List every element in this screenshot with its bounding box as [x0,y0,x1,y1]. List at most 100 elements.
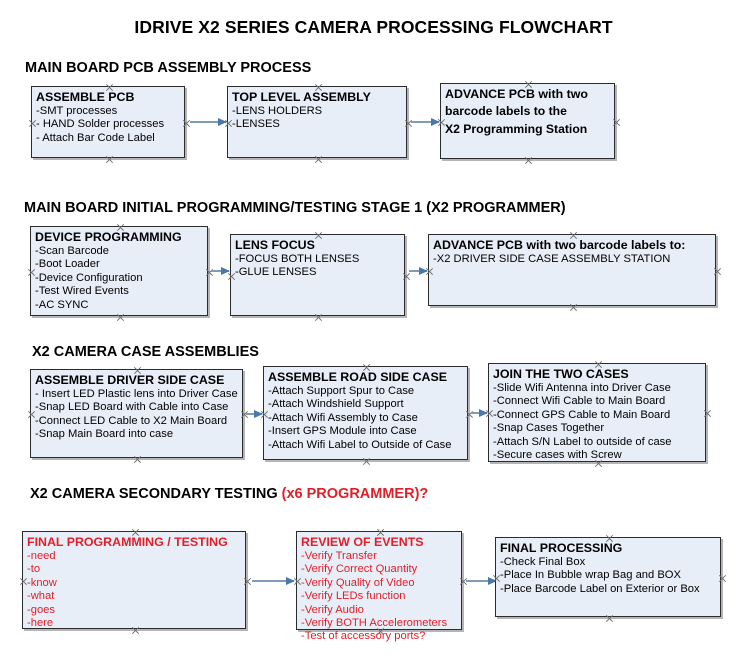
box-item: -SMT processes [36,105,118,117]
box-header: ADVANCE PCB with two [445,87,588,101]
connector-handle-bottom [105,155,114,164]
process-box-advance-pcb-programming-station[interactable]: ADVANCE PCB with two barcode labels to t… [440,83,615,159]
box-item: -Verify Quality of Video [301,576,415,589]
section-heading-1-text: MAIN BOARD PCB ASSEMBLY PROCESS [25,60,312,76]
box-header: LENS FOCUS [235,238,315,252]
box-item: -Attach Wifi Label to Outside of Case [268,438,452,451]
box-item: -Verify BOTH Accelerometers [301,617,448,630]
box-item: -Verify Audio [301,603,364,616]
box-item: -AC SYNC [35,298,89,311]
connector-handle-bottom [524,156,533,165]
box-header: TOP LEVEL ASSEMBLY [232,90,371,104]
box-item: -Attach Wifi Assembly to Case [268,411,418,424]
box-header: FINAL PROGRAMMING / TESTING [27,535,228,549]
box-item: -Insert GPS Module into Case [268,425,417,438]
box-header: ASSEMBLE PCB [36,90,135,104]
box-item: -Connect Wifi Cable to Main Board [493,395,666,408]
box-item: -LENSES [232,118,280,131]
box-header: ASSEMBLE ROAD SIDE CASE [268,370,447,384]
box-header: DEVICE PROGRAMMING [35,230,182,244]
box-header: FINAL PROCESSING [500,541,623,555]
connector-handle-bottom [116,313,125,322]
arrow-connector [246,409,263,418]
connector-handle-bottom [314,155,323,164]
box-item: -Test Wired Events [35,285,129,298]
box-item: -Verify LEDs function [301,590,406,603]
process-box-final-processing[interactable]: FINAL PROCESSING -Check Final Box -Place… [495,537,721,617]
box-item: -Verify Transfer [301,550,377,562]
process-box-review-of-events[interactable]: REVIEW OF EVENTS -Verify Transfer -Verif… [296,531,462,642]
box-item: -Snap LED Board with Cable into Case [35,401,229,414]
connector-handle-bottom [314,313,323,322]
box-header: ADVANCE PCB with two barcode labels to: [433,238,686,252]
box-item: - HAND Solder processes [36,118,165,131]
box-item: -Snap Cases Together [493,422,605,435]
section-heading-4-text: X2 CAMERA SECONDARY TESTING [30,486,282,502]
arrow-connector [190,117,227,126]
process-box-join-the-two-cases[interactable]: JOIN THE TWO CASES -Slide Wifi Antenna i… [488,363,706,462]
arrow-connector [252,576,295,585]
process-box-lens-focus[interactable]: LENS FOCUS -FOCUS BOTH LENSES -GLUE LENS… [230,234,405,316]
box-item: -GLUE LENSES [235,266,317,279]
connector-handle-bottom [605,614,614,623]
process-box-device-programming[interactable]: DEVICE PROGRAMMING -Scan Barcode -Boot L… [30,226,208,316]
process-box-assemble-pcb[interactable]: ASSEMBLE PCB -SMT processes - HAND Solde… [31,86,185,158]
process-box-advance-pcb-driver-side-station[interactable]: ADVANCE PCB with two barcode labels to: … [428,234,716,306]
connector-handle-right [703,409,712,418]
box-header: ASSEMBLE DRIVER SIDE CASE [35,373,225,387]
box-item: -Check Final Box [500,556,586,568]
box-item: -Connect GPS Cable to Main Board [493,408,671,421]
box-item: -Attach Support Spur to Case [268,385,415,397]
section-heading-2-text: MAIN BOARD INITIAL PROGRAMMING/TESTING S… [24,200,566,216]
section-heading-3-text: X2 CAMERA CASE ASSEMBLIES [32,344,259,360]
box-item: -X2 DRIVER SIDE CASE ASSEMBLY STATION [433,253,671,265]
connector-handle-bottom [569,303,578,312]
section-heading-4: X2 CAMERA SECONDARY TESTING (x6 PROGRAMM… [30,486,428,502]
box-item: -Snap Main Board into case [35,428,174,441]
arrow-connector [211,266,230,275]
box-item: -Device Configuration [35,271,143,284]
section-heading-1: MAIN BOARD PCB ASSEMBLY PROCESS [25,60,311,76]
box-item: -Connect LED Cable to X2 Main Board [35,414,228,427]
box-header: REVIEW OF EVENTS [301,535,424,549]
section-heading-3: X2 CAMERA CASE ASSEMBLIES [32,344,259,360]
box-item: -Attach S/N Label to outside of case [493,435,672,448]
connector-handle-right [718,574,727,583]
box-item: -Boot Loader [35,258,100,271]
box-item: -Verify Correct Quantity [301,563,418,576]
box-item: -Place Barcode Label on Exterior or Box [500,582,700,595]
arrow-connector [411,117,440,126]
connector-handle-bottom [362,457,371,466]
box-header: JOIN THE TWO CASES [493,367,629,381]
box-item: -FOCUS BOTH LENSES [235,253,360,265]
box-item: - Attach Bar Code Label [36,131,155,144]
process-box-top-level-assembly[interactable]: TOP LEVEL ASSEMBLY -LENS HOLDERS -LENSES [227,86,407,158]
box-item: -Slide Wifi Antenna into Driver Case [493,382,671,394]
process-box-assemble-road-side-case[interactable]: ASSEMBLE ROAD SIDE CASE -Attach Support … [263,366,468,460]
arrow-connector [466,576,497,585]
box-item: -what [27,590,55,603]
box-item: -Place In Bubble wrap Bag and BOX [500,569,681,582]
box-item: X2 Programming Station [445,122,588,136]
box-item: -know [27,576,57,589]
box-item: -Secure cases with Screw [493,449,622,462]
box-item: -here [27,617,54,630]
connector-handle-right [402,272,411,281]
connector-handle-right [612,118,621,127]
section-heading-2: MAIN BOARD INITIAL PROGRAMMING/TESTING S… [24,200,566,216]
connector-handle-right [243,577,252,586]
section-heading-4-accent: (x6 PROGRAMMER)? [281,486,429,502]
page-title: IDRIVE X2 SERIES CAMERA PROCESSING FLOWC… [134,17,613,37]
box-item: -Scan Barcode [35,245,110,257]
connector-handle-right [713,267,722,276]
process-box-assemble-driver-side-case[interactable]: ASSEMBLE DRIVER SIDE CASE - Insert LED P… [30,369,243,458]
process-box-final-programming-testing[interactable]: FINAL PROGRAMMING / TESTING -need -to -k… [22,531,246,629]
arrow-connector [471,408,488,417]
box-item: -Attach Windshield Support [268,398,404,411]
connector-handle-bottom [133,455,142,464]
box-item-overflow: -Test of accessory ports? [301,630,426,643]
box-item: -goes [27,603,55,616]
connector-handle-right [404,119,413,128]
box-item: -to [27,563,41,576]
